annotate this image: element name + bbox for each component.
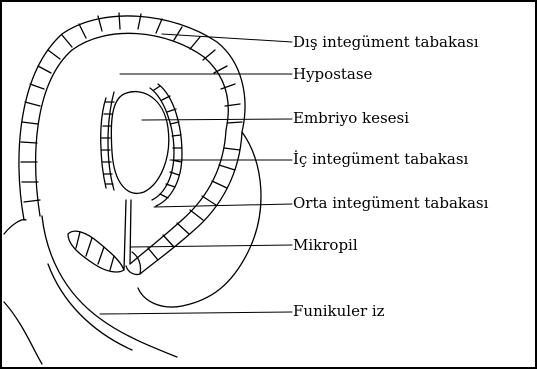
leader-lines <box>100 34 292 314</box>
embryo-sac <box>101 84 182 206</box>
micropyle-channel <box>124 200 131 270</box>
label-embryo-sac: Embriyo kesesi <box>293 109 409 127</box>
label-hypostase: Hypostase <box>293 65 372 83</box>
label-outer-integument: Dış integüment tabakası <box>293 33 479 51</box>
outer-integument-cells <box>19 13 245 220</box>
label-micropyle: Mikropil <box>293 236 358 254</box>
label-funicular-trace: Funikuler iz <box>293 302 385 320</box>
label-inner-integument: İç integüment tabakası <box>293 150 468 168</box>
funicle-outline <box>4 132 261 364</box>
label-middle-integument: Orta integüment tabakası <box>293 194 488 212</box>
outer-integument-lower <box>130 130 242 274</box>
